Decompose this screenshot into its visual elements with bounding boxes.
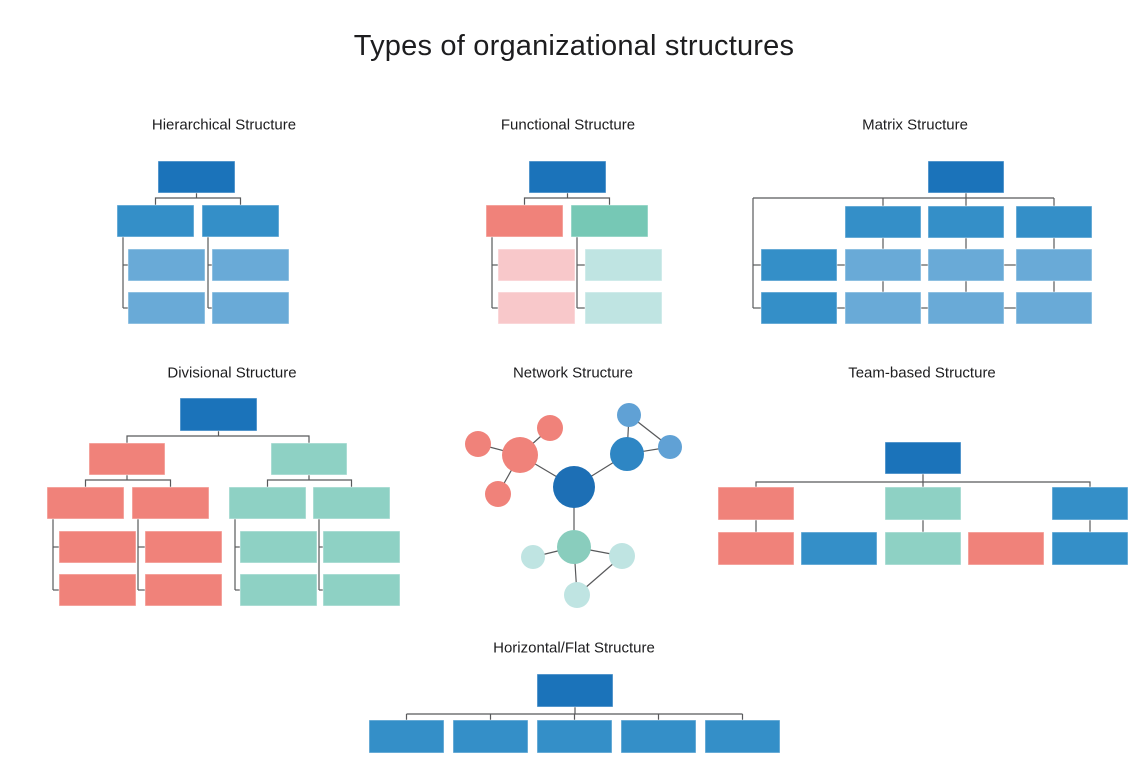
org-box xyxy=(201,204,280,238)
org-box xyxy=(58,530,137,564)
org-box xyxy=(211,248,290,282)
network-node xyxy=(521,545,545,569)
org-box xyxy=(536,673,614,708)
org-box xyxy=(116,204,195,238)
org-box xyxy=(368,719,445,754)
connector-line xyxy=(84,479,172,487)
org-box xyxy=(485,204,564,238)
network-node xyxy=(617,403,641,427)
org-box xyxy=(497,291,576,325)
org-box xyxy=(584,248,663,282)
org-box xyxy=(58,573,137,607)
org-box xyxy=(620,719,697,754)
org-box xyxy=(704,719,781,754)
org-box xyxy=(844,205,922,239)
network-structure-title: Network Structure xyxy=(512,364,634,382)
org-box xyxy=(239,530,318,564)
org-box xyxy=(322,573,401,607)
org-box xyxy=(127,291,206,325)
matrix-structure-diagram xyxy=(752,160,1093,325)
org-box xyxy=(584,291,663,325)
connector-line xyxy=(755,481,1091,487)
org-box xyxy=(884,486,962,521)
team-based-structure-diagram xyxy=(717,441,1129,566)
network-node xyxy=(553,466,595,508)
org-box xyxy=(211,291,290,325)
team-based-structure-title: Team-based Structure xyxy=(848,364,996,382)
org-box xyxy=(144,573,223,607)
horizontal-flat-structure-diagram xyxy=(368,673,781,754)
org-box xyxy=(179,397,258,432)
org-box xyxy=(1051,531,1129,566)
org-box xyxy=(46,486,125,520)
network-node xyxy=(537,415,563,441)
functional-structure-diagram xyxy=(485,160,663,325)
org-box xyxy=(760,291,838,325)
org-box xyxy=(131,486,210,520)
connector-line xyxy=(154,197,242,205)
org-box xyxy=(452,719,529,754)
org-box xyxy=(536,719,613,754)
network-node xyxy=(502,437,538,473)
org-box xyxy=(927,248,1005,282)
org-box xyxy=(717,486,795,521)
org-box xyxy=(528,160,607,194)
hierarchical-structure-title: Hierarchical Structure xyxy=(151,116,297,134)
org-box xyxy=(884,531,962,566)
org-box xyxy=(844,248,922,282)
org-box xyxy=(927,205,1005,239)
divisional-structure-title: Divisional Structure xyxy=(167,364,297,382)
connector-line xyxy=(523,197,611,205)
network-node xyxy=(610,437,644,471)
network-node xyxy=(658,435,682,459)
org-box xyxy=(157,160,236,194)
org-box xyxy=(1015,291,1093,325)
page-title: Types of organizational structures xyxy=(353,30,795,62)
horizontal-flat-structure-title: Horizontal/Flat Structure xyxy=(493,639,655,657)
connector-line xyxy=(266,479,353,487)
org-box xyxy=(322,530,401,564)
org-box xyxy=(570,204,649,238)
org-box xyxy=(884,441,962,475)
org-box xyxy=(1015,248,1093,282)
network-node xyxy=(564,582,590,608)
functional-structure-title: Functional Structure xyxy=(500,116,636,134)
org-box xyxy=(967,531,1045,566)
network-node xyxy=(465,431,491,457)
org-box xyxy=(800,531,878,566)
matrix-structure-title: Matrix Structure xyxy=(862,116,968,134)
divisional-structure-diagram xyxy=(46,397,401,607)
org-box xyxy=(312,486,391,520)
hierarchical-structure-diagram xyxy=(116,160,290,325)
org-box xyxy=(1051,486,1129,521)
org-box xyxy=(927,291,1005,325)
org-box xyxy=(760,248,838,282)
org-box xyxy=(717,531,795,566)
connector-line xyxy=(126,435,310,443)
org-box xyxy=(127,248,206,282)
network-structure-diagram xyxy=(465,403,682,608)
org-box xyxy=(497,248,576,282)
org-box xyxy=(1015,205,1093,239)
org-box xyxy=(144,530,223,564)
network-node xyxy=(557,530,591,564)
network-node xyxy=(609,543,635,569)
org-box xyxy=(88,442,166,476)
org-box xyxy=(270,442,348,476)
org-box xyxy=(927,160,1005,194)
org-box xyxy=(228,486,307,520)
network-node xyxy=(485,481,511,507)
org-box xyxy=(239,573,318,607)
org-box xyxy=(844,291,922,325)
